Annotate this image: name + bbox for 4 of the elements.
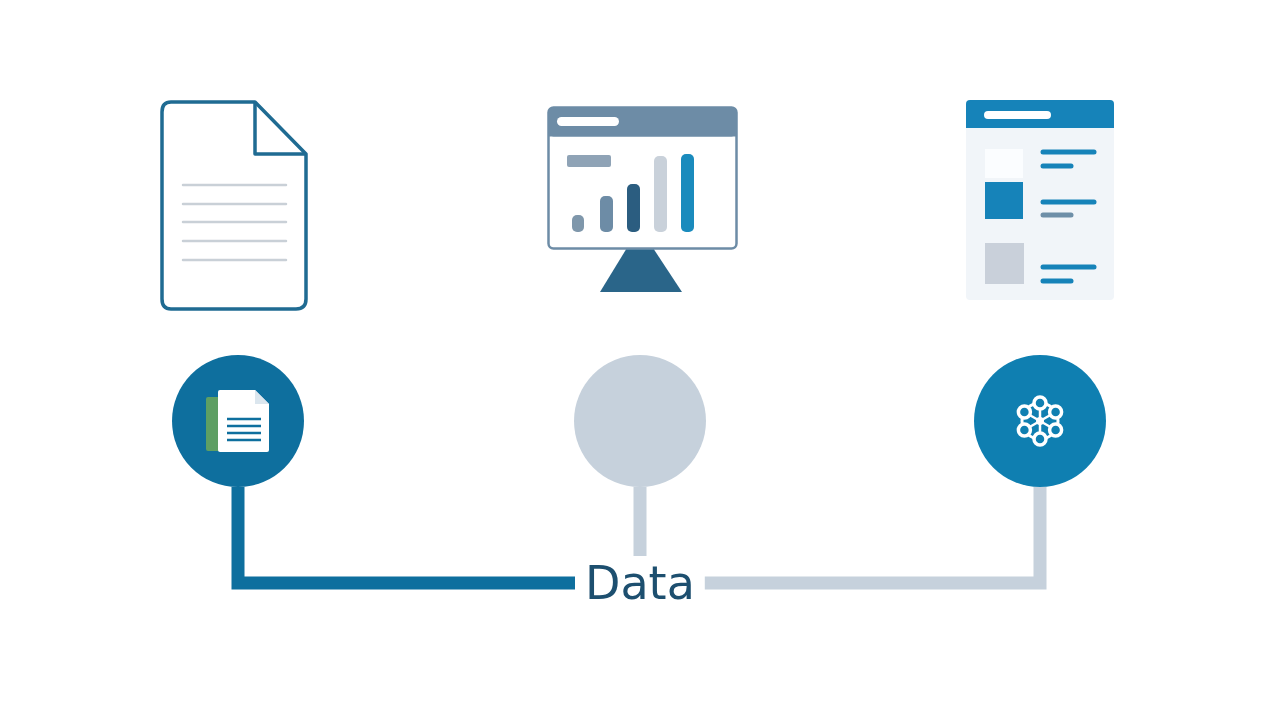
connector-line (231, 487, 575, 590)
connector-line (704, 487, 1047, 590)
node-label: Data (575, 556, 705, 610)
connector-line (633, 487, 647, 556)
